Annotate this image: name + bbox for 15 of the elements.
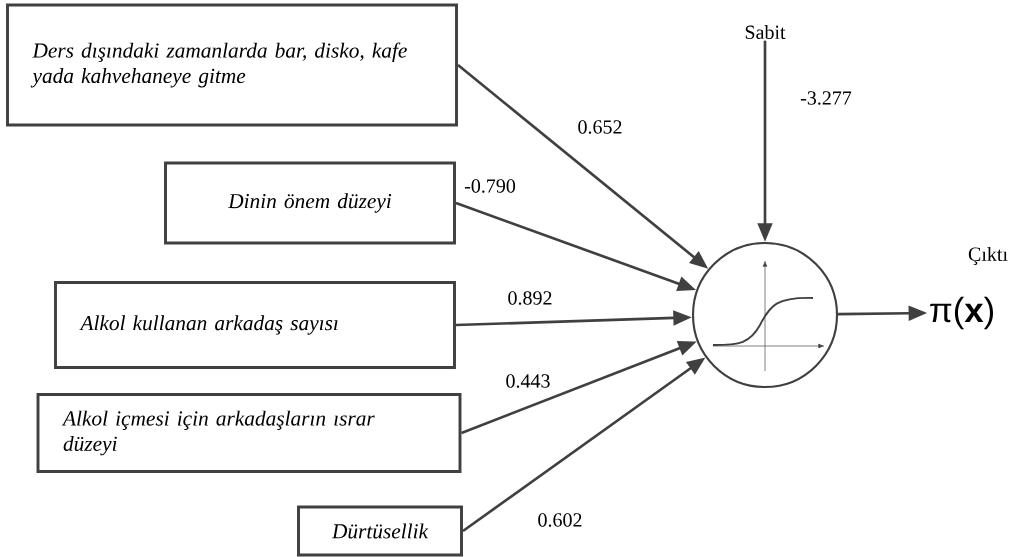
weight-label: 0.443 <box>504 372 552 390</box>
weight-label: -3.277 <box>798 89 854 107</box>
input-box: Dürtüsellik <box>297 505 463 557</box>
output-formula: π(x) <box>930 296 993 330</box>
weight-label: 0.892 <box>506 289 554 307</box>
neuron-circle <box>691 241 839 389</box>
input-box: Alkol içmesi için arkadaşların ısrar düzeyi <box>36 393 462 473</box>
weight-label: 0.602 <box>536 511 584 529</box>
input-box: Dinin önem düzeyi <box>164 161 456 245</box>
input-box: Alkol kullanan arkadaş sayısı <box>54 281 456 369</box>
weight-label: -0.790 <box>462 177 518 195</box>
output-label: Çıktı <box>968 246 1008 266</box>
input-box: Ders dışındaki zamanlarda bar, disko, kafe yada kahvehaneye gitme <box>6 3 458 127</box>
input-label: Sabit <box>745 25 786 40</box>
weight-label: 0.652 <box>576 118 624 136</box>
